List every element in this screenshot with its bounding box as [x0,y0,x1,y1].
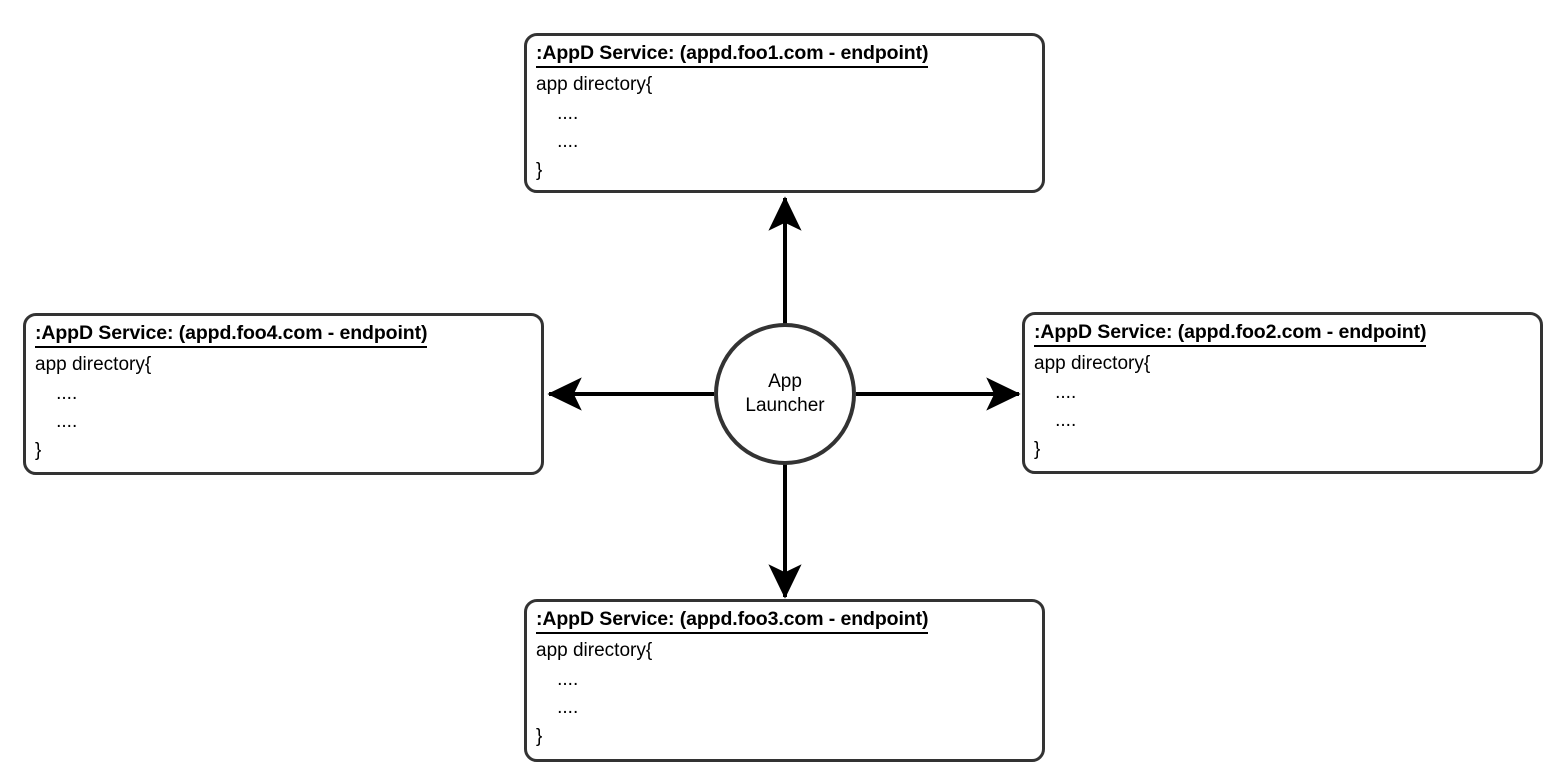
node-body-foo1: app directory{ .... .... } [536,71,1034,185]
body-line: } [1034,438,1041,460]
node-body-foo3: app directory{ .... .... } [536,637,1034,751]
body-line: .... [536,697,579,718]
body-line: app directory{ [35,354,152,375]
body-line: .... [35,382,78,404]
body-line: app directory{ [1034,353,1151,374]
body-line: .... [536,102,579,124]
node-body-foo2: app directory{ .... .... } [1034,350,1532,464]
body-line: } [35,439,42,461]
node-appd-service-foo2[interactable]: :AppD Service: (appd.foo2.com - endpoint… [1022,312,1543,474]
body-line: .... [536,131,579,152]
body-line: .... [1034,381,1077,403]
node-title-foo3: :AppD Service: (appd.foo3.com - endpoint… [536,606,929,634]
body-line: .... [1034,410,1077,431]
node-app-launcher[interactable]: App Launcher [714,323,856,465]
node-appd-service-foo4[interactable]: :AppD Service: (appd.foo4.com - endpoint… [23,313,544,475]
node-appd-service-foo3[interactable]: :AppD Service: (appd.foo3.com - endpoint… [524,599,1045,762]
node-appd-service-foo1[interactable]: :AppD Service: (appd.foo1.com - endpoint… [524,33,1045,193]
node-title-foo2: :AppD Service: (appd.foo2.com - endpoint… [1034,319,1427,347]
body-line: app directory{ [536,74,653,95]
node-title-foo1: :AppD Service: (appd.foo1.com - endpoint… [536,40,929,68]
body-line: } [536,159,543,181]
body-line: .... [35,411,78,432]
body-line: app directory{ [536,640,653,661]
node-body-foo4: app directory{ .... .... } [35,351,533,465]
body-line: } [536,725,543,747]
body-line: .... [536,668,579,690]
app-launcher-label: App Launcher [745,371,825,416]
node-title-foo4: :AppD Service: (appd.foo4.com - endpoint… [35,320,428,348]
